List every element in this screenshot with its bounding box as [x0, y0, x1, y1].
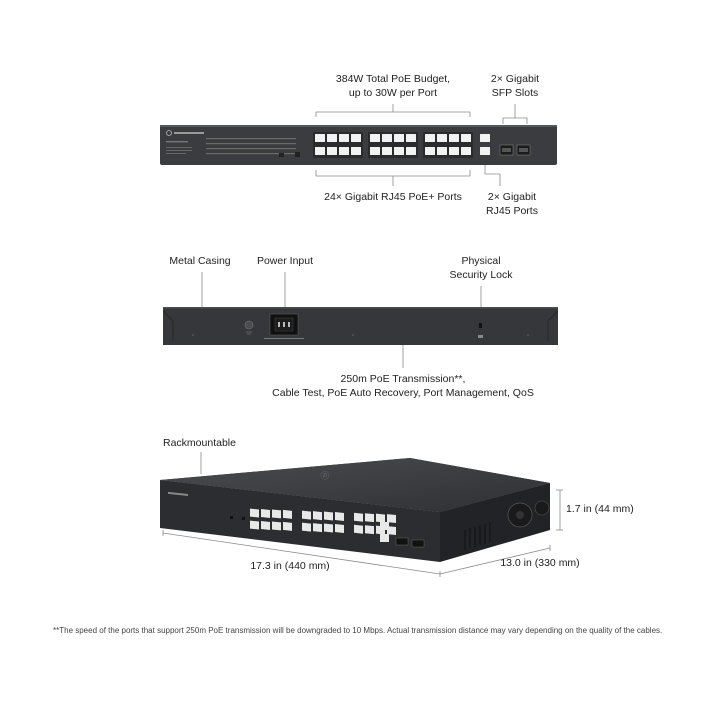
- iso-rj45-port-grid: [250, 508, 396, 542]
- iso-uplink-port-icon: [380, 522, 389, 530]
- callout-poe-budget-line1: 384W Total PoE Budget,: [335, 73, 451, 85]
- callout-security-lock: Physical Security Lock: [431, 254, 531, 282]
- callout-rj45-line1: 2× Gigabit: [487, 191, 537, 203]
- iso-rj45-port-icon: [250, 520, 259, 530]
- front-panel-illustration: .: [160, 125, 557, 165]
- rj45-port-icon: [394, 134, 404, 142]
- rj45-port-icon: [339, 147, 349, 155]
- rj45-port-icon: [382, 134, 392, 142]
- dimension-width: 17.3 in (440 mm): [250, 560, 330, 572]
- callout-features-line2: Cable Test, PoE Auto Recovery, Port Mana…: [272, 387, 534, 399]
- callout-rj45-line2: RJ45 Ports: [486, 205, 538, 217]
- callout-features: 250m PoE Transmission**, Cable Test, PoE…: [253, 372, 553, 400]
- iso-rj45-port-icon: [335, 524, 344, 533]
- rj45-port-icon: [315, 134, 325, 142]
- iso-rj45-port-icon: [272, 509, 281, 519]
- iso-rj45-port-icon: [283, 521, 292, 531]
- rear-panel-illustration: [163, 307, 558, 345]
- rj45-port-icon: [351, 134, 361, 142]
- brand-logo-icon: [166, 130, 172, 136]
- iso-rj45-port-icon: [302, 510, 311, 520]
- iso-uplink-port-icon: [380, 534, 389, 542]
- rj45-port-icon: [425, 147, 435, 155]
- rj45-port-icon: [406, 147, 416, 155]
- iso-rj45-port-icon: [313, 523, 322, 533]
- rj45-port-icon: [327, 134, 337, 142]
- callout-sfp-line1: 2× Gigabit: [490, 73, 540, 85]
- rj45-port-icon: [406, 134, 416, 142]
- iso-rj45-port-icon: [354, 512, 363, 522]
- iso-rj45-port-icon: [354, 524, 363, 534]
- iso-rj45-port-icon: [365, 525, 374, 535]
- callout-rj45-poe-ports: 24× Gigabit RJ45 PoE+ Ports: [324, 191, 462, 203]
- iso-rj45-port-icon: [302, 522, 311, 532]
- ground-screw-icon: [244, 320, 254, 330]
- callout-sfp-line2: SFP Slots: [491, 87, 539, 99]
- svg-text:.: .: [285, 133, 286, 137]
- reset-button-icon: [279, 153, 284, 157]
- callout-power-input: Power Input: [256, 255, 314, 267]
- iso-rj45-port-icon: [387, 526, 396, 536]
- rj45-port-icon: [437, 134, 447, 142]
- dimension-height: 1.7 in (44 mm): [566, 503, 634, 515]
- sfp-slots: [499, 144, 531, 156]
- rj45-port-icon: [339, 134, 349, 142]
- rj45-port-icon: [437, 147, 447, 155]
- callout-poe-budget: 384W Total PoE Budget, up to 30W per Por…: [318, 72, 468, 100]
- callout-lock-line1: Physical: [461, 255, 501, 267]
- iso-rj45-port-icon: [376, 513, 385, 523]
- callout-metal-casing: Metal Casing: [169, 255, 231, 267]
- svg-text:ⓟ: ⓟ: [320, 470, 330, 481]
- callout-poe-budget-line2: up to 30W per Port: [348, 87, 438, 99]
- iso-rj45-port-icon: [313, 511, 322, 521]
- rj45-port-icon: [370, 134, 380, 142]
- callout-lock-line2: Security Lock: [449, 269, 513, 281]
- rj45-port-icon: [394, 147, 404, 155]
- rj45-port-icon: [461, 134, 471, 142]
- iso-rj45-port-icon: [365, 513, 374, 523]
- isometric-switch-illustration: ⓟ: [160, 458, 550, 562]
- rj45-port-icon: [315, 147, 325, 155]
- rj45-port-icon: [382, 147, 392, 155]
- callout-rackmountable: Rackmountable: [163, 437, 236, 449]
- iso-rj45-port-icon: [324, 511, 333, 521]
- callout-rj45-ports: 2× Gigabit RJ45 Ports: [472, 190, 552, 218]
- iso-rj45-port-icon: [387, 514, 396, 524]
- rj45-port-icon: [370, 147, 380, 155]
- security-lock-slot-icon: [479, 323, 482, 328]
- iso-rj45-port-icon: [324, 523, 333, 533]
- rj45-poe-port-grid: [313, 132, 473, 158]
- dimension-depth: 13.0 in (330 mm): [500, 557, 580, 569]
- iso-rj45-port-icon: [250, 508, 259, 518]
- rj45-port-icon: [425, 134, 435, 142]
- callout-features-line1: 250m PoE Transmission**,: [340, 373, 466, 385]
- rj45-port-icon: [327, 147, 337, 155]
- rj45-port-icon: [449, 147, 459, 155]
- rj45-port-icon: [351, 147, 361, 155]
- iso-rj45-port-icon: [283, 509, 292, 519]
- console-port-icon: [295, 152, 300, 157]
- fan-vent-icon-2: [534, 500, 550, 516]
- callout-sfp-slots: 2× Gigabit SFP Slots: [475, 72, 555, 100]
- rj45-port-icon: [449, 134, 459, 142]
- iso-rj45-port-icon: [261, 521, 270, 530]
- footnote: **The speed of the ports that support 25…: [53, 626, 663, 635]
- iso-rj45-port-icon: [272, 521, 281, 531]
- uplink-rj45-ports: [480, 134, 490, 155]
- iso-rj45-port-icon: [335, 512, 344, 521]
- rj45-port-icon: [461, 147, 471, 155]
- iso-rj45-port-icon: [261, 509, 270, 518]
